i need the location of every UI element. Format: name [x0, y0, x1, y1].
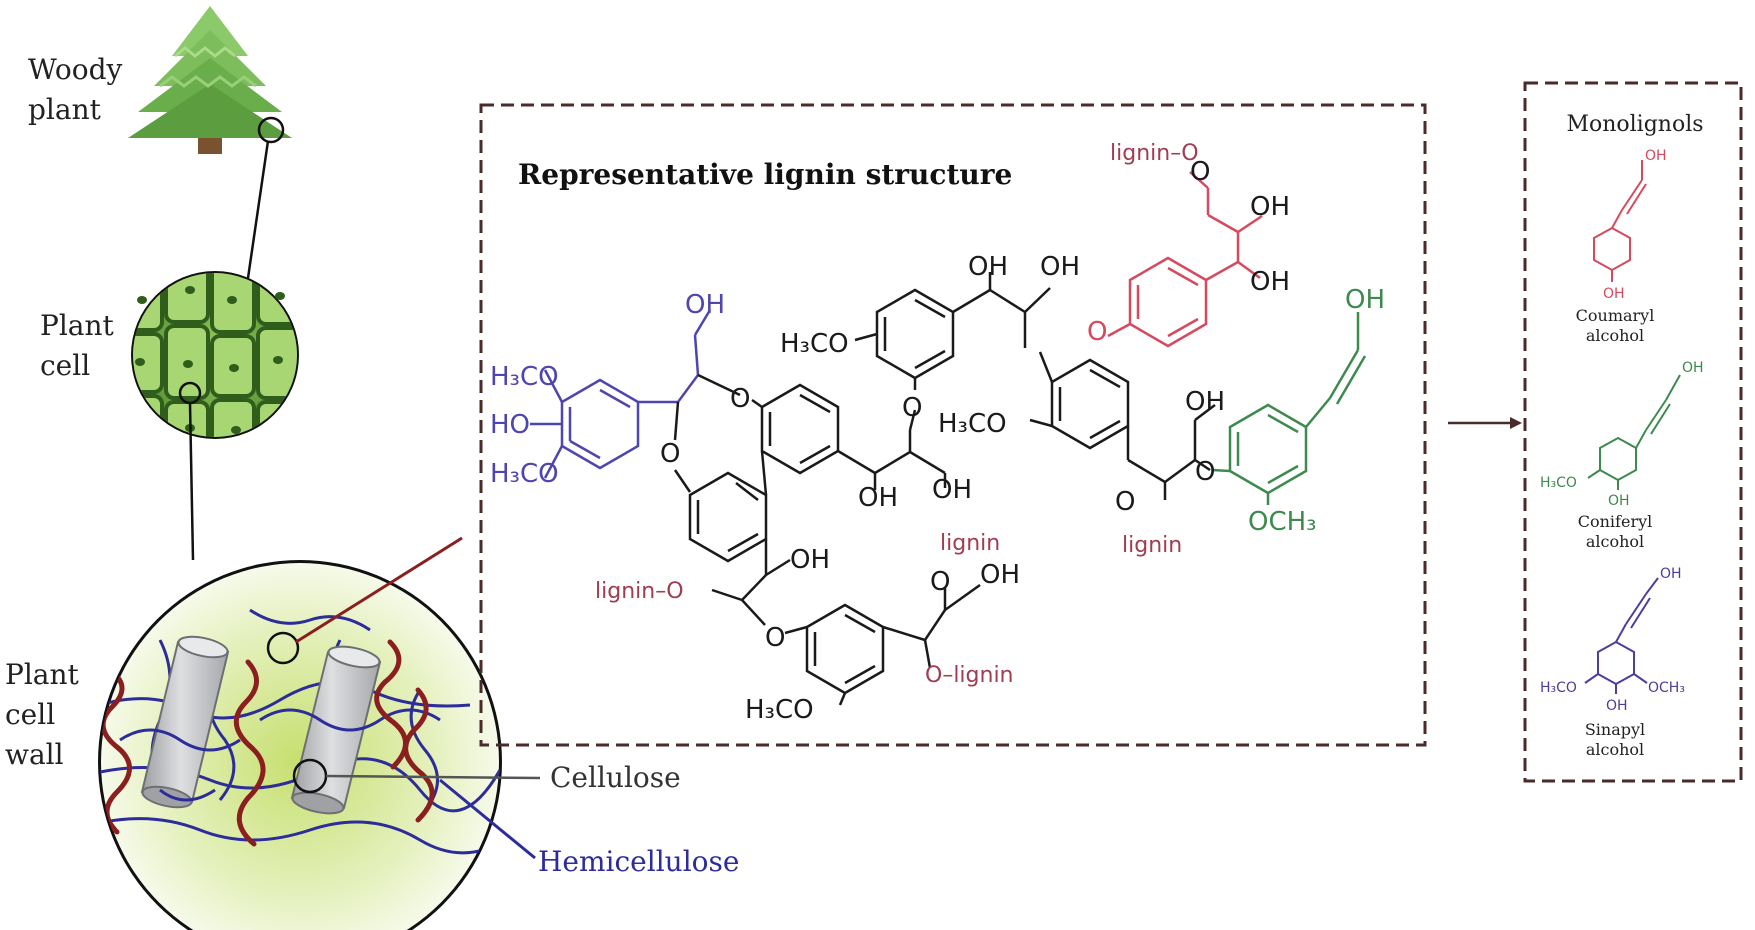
atom-label: H₃CO	[938, 409, 1007, 439]
guaiacyl-unit	[1211, 312, 1367, 505]
atom-label: OH	[685, 290, 725, 320]
atom-label: O	[660, 439, 680, 469]
atom-label: OH	[932, 475, 972, 505]
monolignols-title: Monolignols	[1566, 112, 1704, 137]
lignin-linkage-label: lignin–O	[595, 579, 684, 604]
atom-label: OH	[1185, 387, 1225, 417]
atom-label: O	[930, 567, 950, 597]
atom-label: OH	[980, 560, 1020, 590]
cellulose-fibril	[140, 635, 230, 809]
monolignols-panel-frame	[1523, 81, 1743, 783]
lignin-linkage-label: O–lignin	[925, 663, 1014, 688]
cellulose-pointer-line	[325, 774, 541, 780]
arrowhead-icon	[1510, 417, 1522, 429]
cellulose-label: Cellulose	[550, 761, 681, 794]
atom-label: OH	[1603, 286, 1625, 302]
atom-label: OH	[858, 483, 898, 513]
atom-label: O	[1115, 487, 1135, 517]
coumaryl-structure	[1593, 160, 1647, 282]
atom-label: O	[1195, 457, 1215, 487]
atom-label: HO	[490, 410, 530, 440]
monolignol-name-coumaryl: Coumaryl alcohol	[1575, 306, 1655, 345]
atom-label: O	[1087, 317, 1107, 347]
sinapyl-structure	[1584, 577, 1659, 694]
cellulose-fibril	[290, 645, 382, 815]
atom-label: OH	[1606, 698, 1628, 714]
atom-label: H₃CO	[745, 695, 814, 725]
atom-label: H₃CO	[490, 362, 559, 392]
plant-cell-wall-label: Plant cell wall	[5, 658, 79, 771]
atom-label: O	[902, 393, 922, 423]
atom-label: OH	[1682, 360, 1704, 376]
atom-label: OH	[1660, 566, 1682, 582]
hemicellulose-pointer-line	[439, 778, 536, 860]
lignin-panel-frame	[479, 103, 1427, 747]
monolignol-name-sinapyl: Sinapyl alcohol	[1584, 720, 1646, 759]
p-hydroxyphenyl-unit	[1107, 171, 1263, 348]
atom-label: H₃CO	[780, 329, 849, 359]
atom-label: OH	[1250, 192, 1290, 222]
atom-label: OCH₃	[1248, 507, 1317, 537]
plant-cell-icon	[131, 271, 299, 439]
lignin-linkage-label: lignin–O	[1110, 141, 1199, 166]
zoom-marker-tree	[257, 116, 285, 144]
cell-wall-icon	[98, 560, 502, 930]
tree-icon	[128, 6, 292, 154]
lignin-panel-title: Representative lignin structure	[518, 158, 1013, 191]
atom-label: OH	[1608, 493, 1630, 509]
atom-label: OH	[790, 545, 830, 575]
lignin-pointer-line	[295, 536, 463, 644]
atom-label: H₃CO	[490, 459, 559, 489]
lignin-linkage-label: lignin	[940, 531, 1000, 556]
coniferyl-structure	[1587, 374, 1681, 490]
zoom-marker-lignin	[266, 631, 300, 665]
zoom-connector	[188, 402, 195, 561]
atom-label: O	[765, 623, 785, 653]
atom-label: H₃CO	[1540, 475, 1577, 491]
atom-label: OH	[1345, 285, 1385, 315]
atom-label: OH	[1645, 148, 1667, 164]
lignin-linkage-label: lignin	[1122, 533, 1182, 558]
atom-label: O	[1190, 157, 1210, 187]
atom-label: OH	[1040, 252, 1080, 282]
atom-label: OCH₃	[1648, 680, 1685, 696]
atom-label: O	[730, 384, 750, 414]
atom-label: OH	[1250, 267, 1290, 297]
lignin-core	[673, 272, 1216, 706]
monolignol-name-coniferyl: Coniferyl alcohol	[1577, 512, 1653, 551]
zoom-connector	[246, 140, 270, 279]
syringyl-unit	[530, 309, 712, 479]
atom-label: OH	[968, 252, 1008, 282]
atom-label: H₃CO	[1540, 680, 1577, 696]
plant-cell-label: Plant cell	[40, 309, 114, 382]
woody-plant-label: Woody plant	[28, 53, 123, 126]
hemicellulose-label: Hemicellulose	[538, 845, 740, 878]
